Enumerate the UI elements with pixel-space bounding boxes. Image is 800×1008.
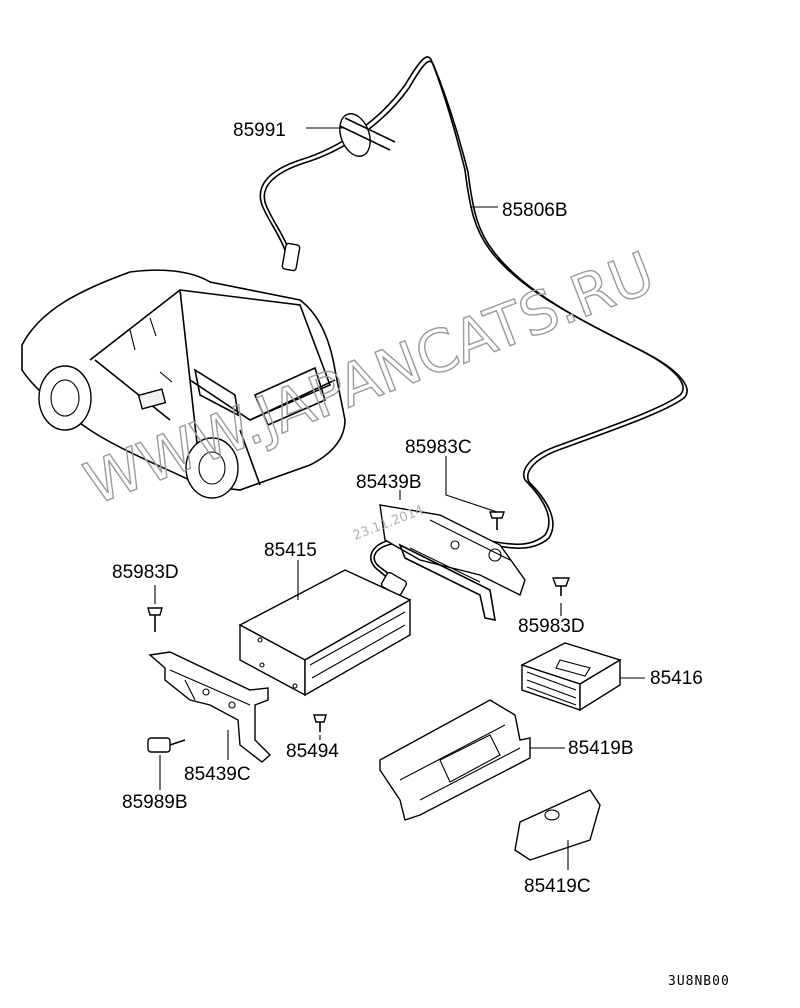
label-85989b: 85989B — [122, 792, 188, 813]
bolt-small[interactable] — [313, 714, 327, 732]
diagram-code: 3U8NB00 — [668, 974, 730, 989]
part-labels: 85991 85806B 85983C 85439B 85415 85983D … — [112, 120, 703, 897]
screw-right[interactable] — [551, 577, 571, 596]
screw-left[interactable] — [147, 607, 163, 632]
label-85991: 85991 — [233, 120, 286, 141]
vehicle-illustration — [21, 269, 346, 499]
label-85983d-right: 85983D — [518, 616, 585, 637]
cover-lid[interactable] — [514, 789, 601, 861]
screw-top[interactable] — [489, 511, 505, 530]
label-85419c: 85419C — [524, 876, 591, 897]
label-85416: 85416 — [650, 668, 703, 689]
lower-left-bracket[interactable] — [148, 651, 272, 763]
leader-lines — [154, 127, 645, 870]
bolt-left[interactable] — [147, 737, 186, 753]
label-85439b: 85439B — [356, 472, 422, 493]
label-85439c: 85439C — [184, 764, 251, 785]
upper-bracket[interactable] — [379, 504, 526, 622]
watermark: WWW.JAPANCATS.RU 23.11.2014 — [75, 238, 664, 544]
changer-cover[interactable] — [379, 699, 531, 821]
cable-clamp[interactable] — [334, 110, 396, 161]
label-85415: 85415 — [264, 540, 317, 561]
label-85494: 85494 — [286, 741, 339, 762]
label-85983d-left: 85983D — [112, 562, 179, 583]
label-85806b: 85806B — [502, 200, 568, 221]
cd-changer[interactable] — [238, 569, 412, 697]
cd-magazine[interactable] — [520, 642, 622, 712]
label-85419b: 85419B — [568, 738, 634, 759]
label-85983c: 85983C — [405, 437, 472, 458]
antenna-cable[interactable] — [259, 56, 688, 597]
